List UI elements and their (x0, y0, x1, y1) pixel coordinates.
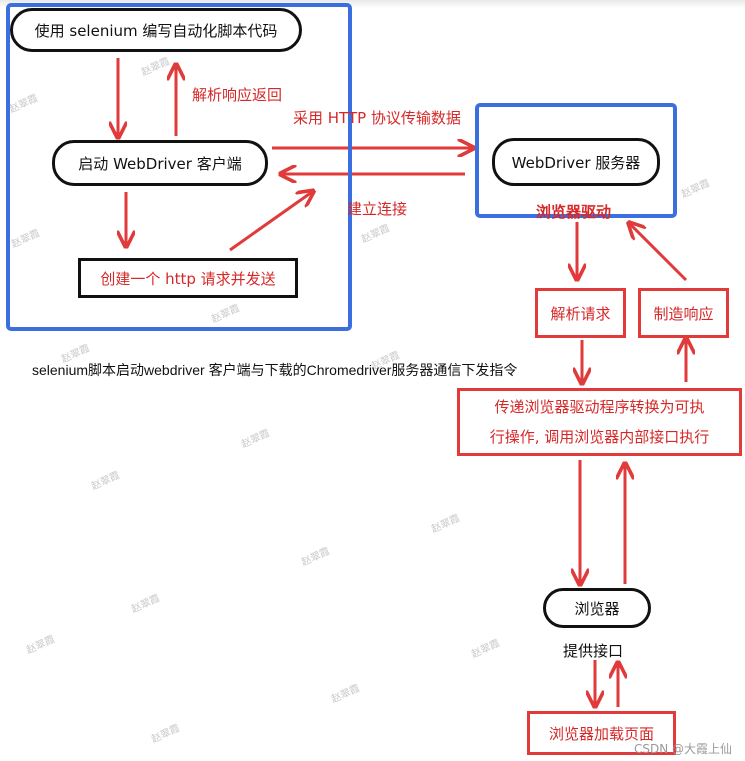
client-group-frame (6, 3, 352, 331)
webdriver-server-node: WebDriver 服务器 (492, 138, 660, 186)
provide-interface-label: 提供接口 (563, 642, 624, 660)
load-page-node: 浏览器加载页面 (527, 711, 676, 755)
make-response-node: 制造响应 (638, 288, 729, 338)
convert-operation-node: 传递浏览器驱动程序转换为可执 行操作, 调用浏览器内部接口执行 (457, 388, 742, 456)
server-group-frame (475, 103, 677, 218)
parse-request-node: 解析请求 (535, 288, 626, 338)
http-transfer-label: 采用 HTTP 协议传输数据 (293, 109, 461, 127)
convert-line-1: 传递浏览器驱动程序转换为可执 (494, 398, 705, 416)
establish-connection-label: 建立连接 (347, 200, 408, 218)
description-text: selenium脚本启动webdriver 客户端与下载的Chromedrive… (32, 362, 518, 378)
arrow-request-to-client (229, 192, 312, 252)
csdn-credit: CSDN @大霞上仙 (634, 742, 733, 756)
browser-node: 浏览器 (543, 588, 651, 628)
create-request-node: 创建一个 http 请求并发送 (78, 258, 298, 298)
start-client-node: 启动 WebDriver 客户端 (52, 140, 268, 186)
parse-response-return-label: 解析响应返回 (192, 86, 283, 104)
write-script-node: 使用 selenium 编写自动化脚本代码 (10, 8, 302, 52)
browser-driver-label: 浏览器驱动 (536, 203, 612, 221)
top-shadow (0, 0, 745, 8)
convert-line-2: 行操作, 调用浏览器内部接口执行 (489, 428, 710, 446)
arrow-response-to-server (630, 224, 688, 282)
